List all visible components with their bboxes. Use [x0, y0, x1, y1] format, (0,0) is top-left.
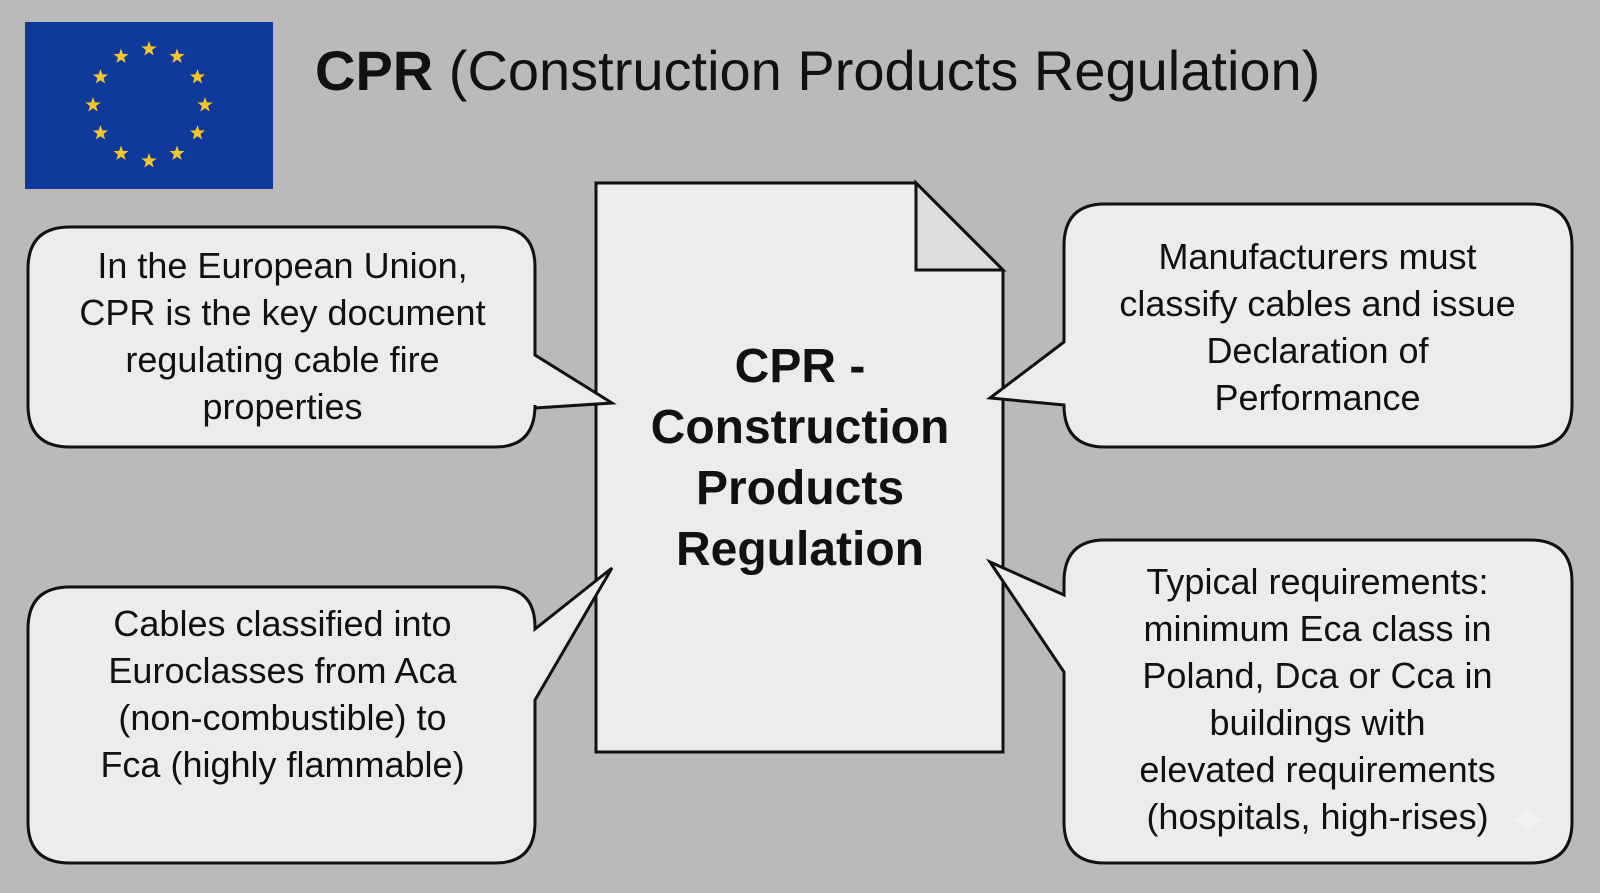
center-document-text: CPR - Construction Products Regulation: [600, 336, 1000, 580]
callout-line: (hospitals, high-rises): [1146, 796, 1489, 837]
flag-star-icon: [113, 145, 129, 160]
flag-star-icon: [189, 125, 206, 140]
callout-bottom-left-text: Cables classified into Euroclasses from …: [35, 600, 530, 788]
document-fold-corner: [914, 179, 1007, 272]
callout-line: Euroclasses from Aca: [108, 650, 457, 691]
callout-top-left-shape: [26, 225, 617, 449]
callout-line: buildings with: [1209, 702, 1426, 743]
callout-bottom-right-shape: [985, 538, 1574, 865]
flag-star-icon: [85, 97, 101, 112]
flag-star-icon: [197, 97, 213, 112]
flag-star-icon: [113, 48, 129, 63]
callout-top-right-text: Manufacturers must classify cables and i…: [1070, 233, 1565, 421]
flag-star-icon: [92, 125, 109, 140]
title-abbrev: CPR: [315, 39, 434, 102]
callout-line: CPR is the key document: [79, 292, 486, 333]
callout-bottom-left-shape: [26, 566, 614, 865]
sparkle-icon: ✦: [1510, 797, 1546, 844]
center-line: Regulation: [676, 523, 924, 576]
center-line: Products: [695, 462, 905, 515]
flag-star-icon: [141, 41, 157, 56]
flag-star-icon: [169, 48, 185, 63]
callout-line: minimum Eca class in: [1143, 608, 1492, 649]
callout-line: Manufacturers must: [1158, 236, 1477, 277]
callout-line: regulating cable fire: [125, 339, 440, 380]
page-title: CPR (Construction Products Regulation): [315, 38, 1320, 103]
callout-line: (non-combustible) to: [118, 697, 447, 738]
callout-line: Performance: [1214, 377, 1421, 418]
callout-line: properties: [202, 386, 363, 427]
flag-star-icon: [92, 69, 109, 84]
callout-bottom-right-text: Typical requirements: minimum Eca class …: [1070, 558, 1565, 840]
flag-star-icon: [189, 69, 206, 84]
flag-star-icon: [169, 145, 185, 160]
callout-top-right-shape: [986, 202, 1574, 449]
callout-line: Typical requirements:: [1146, 561, 1489, 602]
callout-line: Fca (highly flammable): [100, 744, 465, 785]
callout-line: Declaration of: [1206, 330, 1429, 371]
callout-line: In the European Union,: [97, 245, 468, 286]
eu-flag-icon: [25, 22, 273, 189]
callout-top-left-text: In the European Union, CPR is the key do…: [35, 242, 530, 430]
flag-star-icon: [141, 153, 157, 168]
document-shape: [594, 181, 1005, 754]
title-full: (Construction Products Regulation): [448, 39, 1321, 102]
callout-line: Poland, Dca or Cca in: [1142, 655, 1493, 696]
callout-line: Cables classified into: [113, 603, 452, 644]
center-line: Construction: [650, 401, 950, 454]
callout-line: classify cables and issue: [1119, 283, 1516, 324]
callout-line: elevated requirements: [1139, 749, 1496, 790]
center-line: CPR -: [734, 340, 866, 393]
